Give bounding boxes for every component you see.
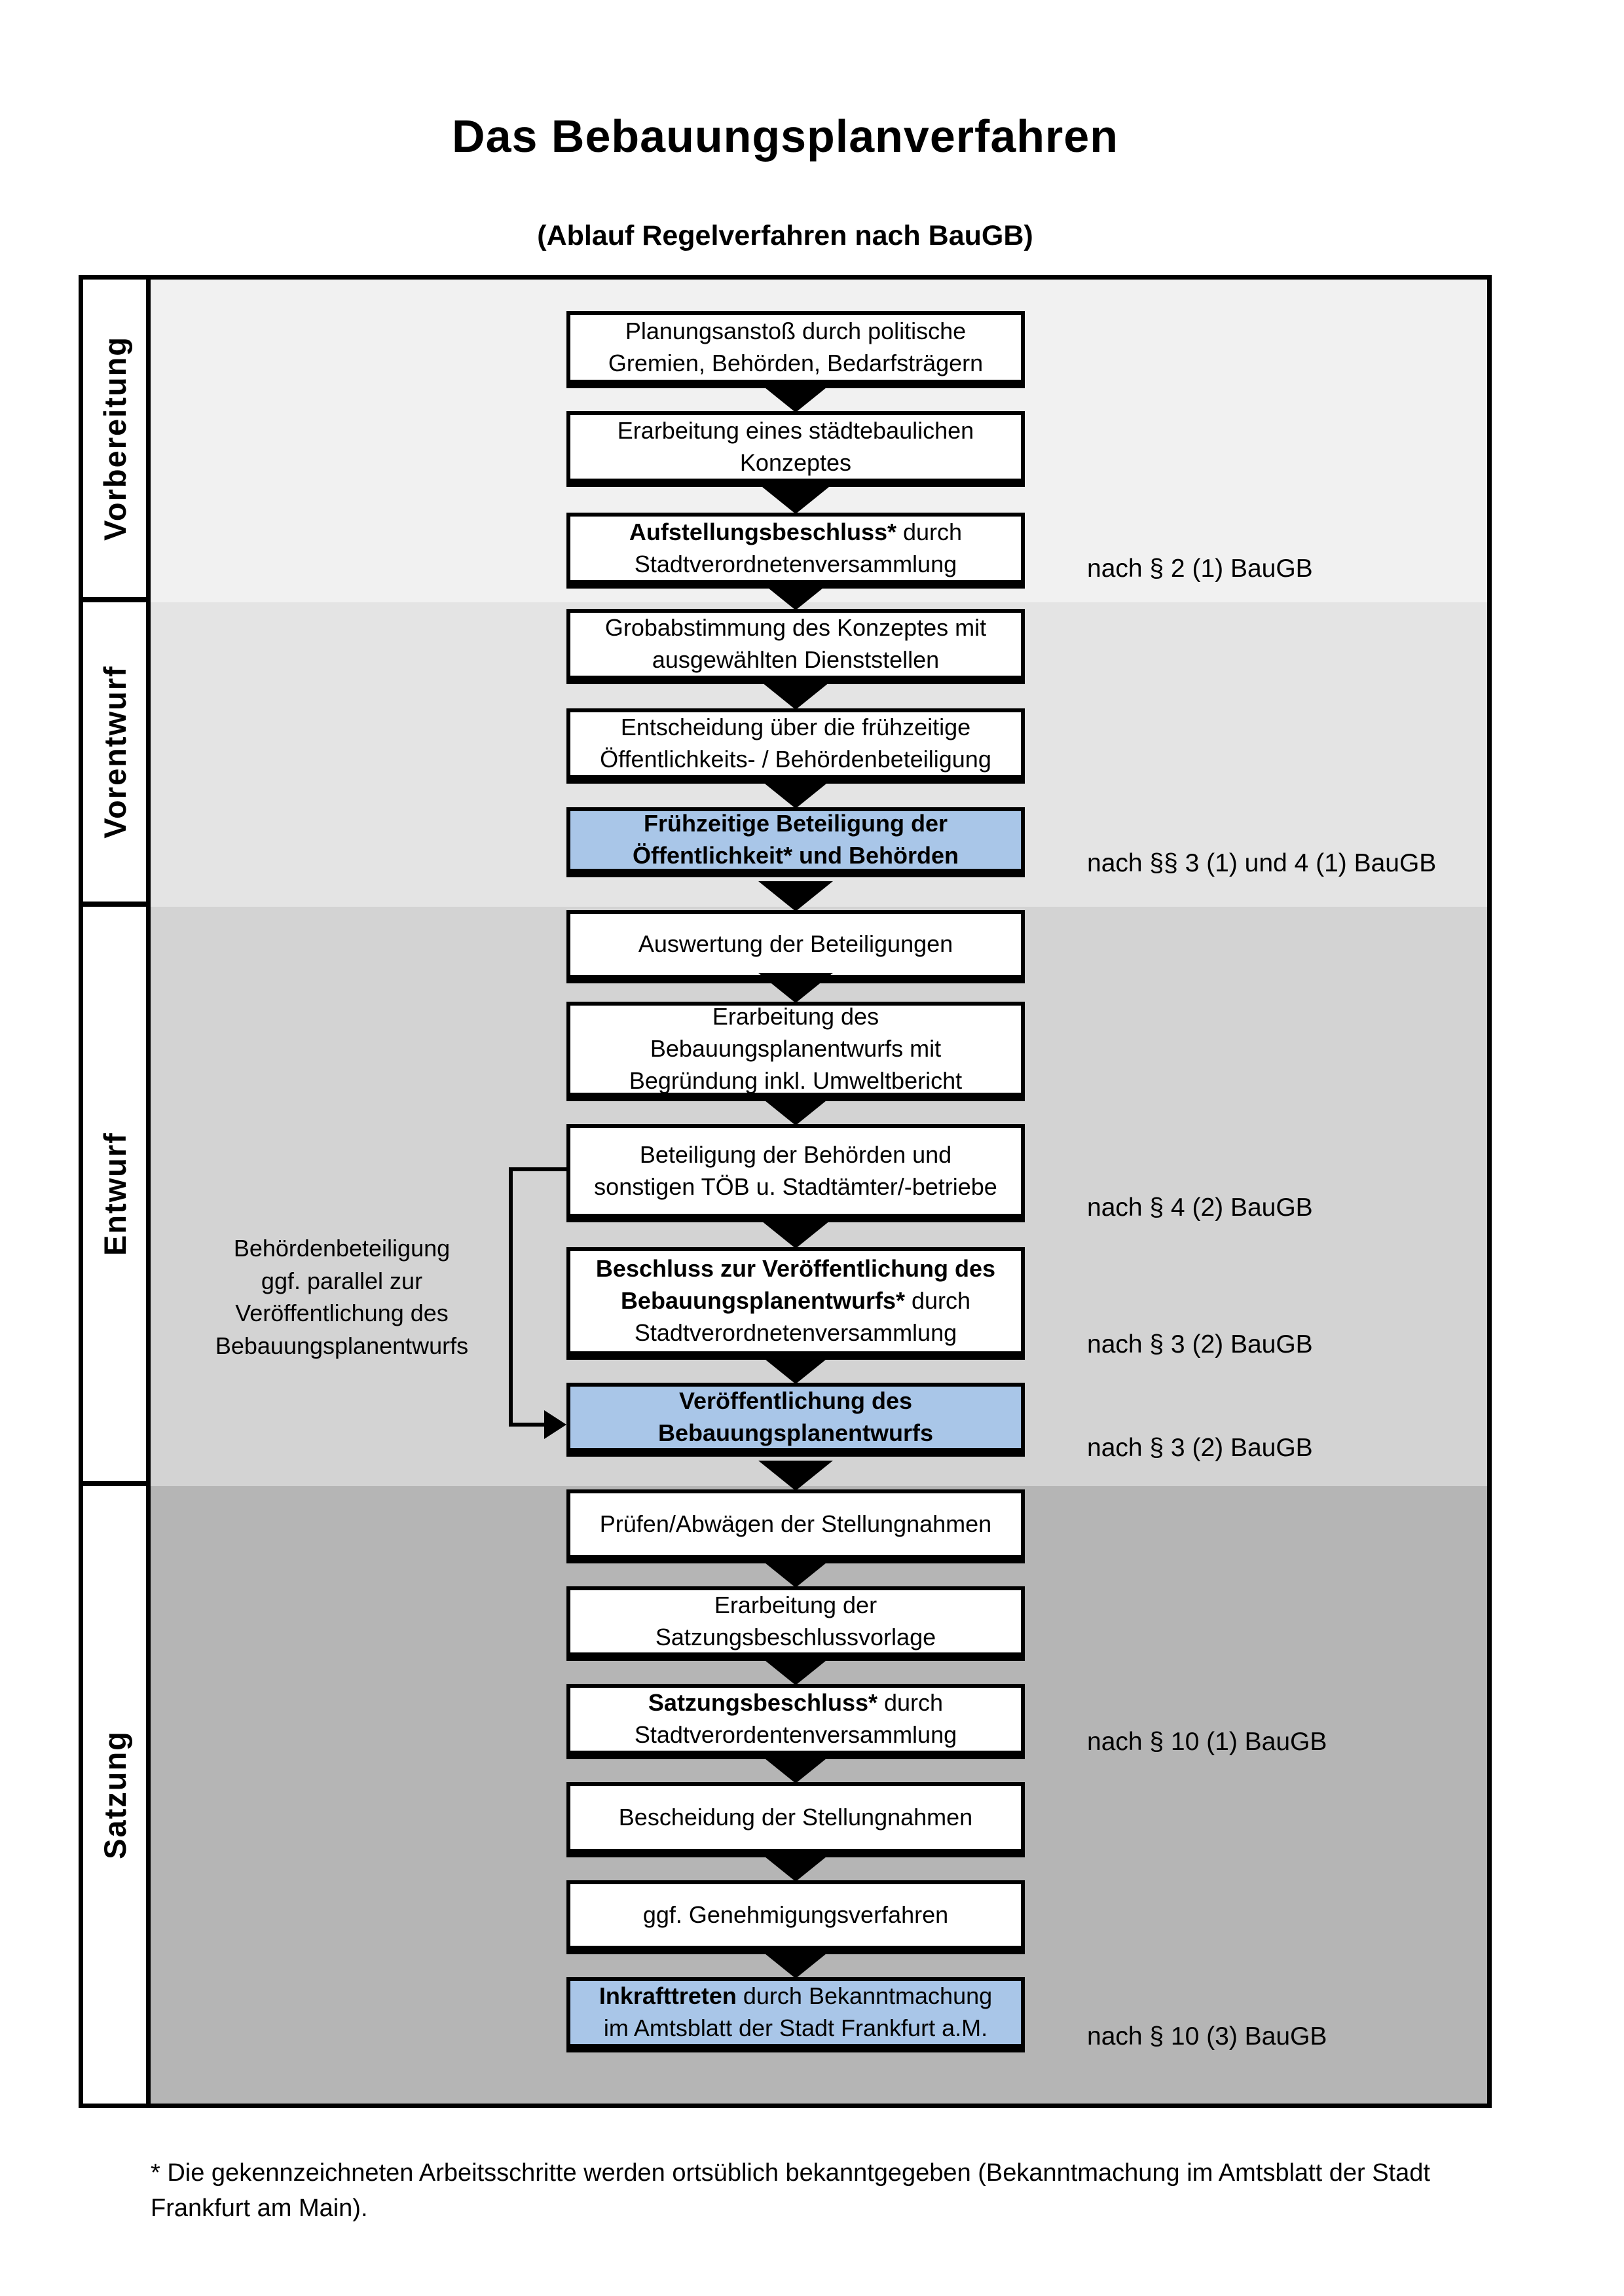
flow-arrow xyxy=(758,1655,833,1685)
box-text: durch Stadtverordnetenversammlung xyxy=(634,518,963,577)
box-text: Beteiligung der Behörden und sonstigen T… xyxy=(594,1140,997,1200)
flow-arrow xyxy=(758,382,833,412)
connector-line-vertical xyxy=(509,1167,513,1427)
phase-label-text: Entwurf xyxy=(97,1132,132,1256)
connector-arrowhead-icon xyxy=(544,1410,566,1439)
legal-reference: nach § 10 (1) BauGB xyxy=(1087,1728,1327,1756)
box-bold-text: Aufstellungsbeschluss* xyxy=(629,518,897,545)
legal-reference: nach § 10 (3) BauGB xyxy=(1087,2022,1327,2050)
box-text: Erarbeitung eines städtebaulichen Konzep… xyxy=(617,416,974,476)
phase-label-text: Vorbereitung xyxy=(97,336,132,541)
flow-box-erarbeitung-entwurf: Erarbeitung des Bebauungsplanentwurfs mi… xyxy=(566,1002,1025,1101)
box-text: Auswertung der Beteiligungen xyxy=(638,930,953,958)
box-text: ggf. Genehmigungsverfahren xyxy=(642,1901,949,1928)
legal-reference: nach §§ 3 (1) und 4 (1) BauGB xyxy=(1087,849,1437,877)
legal-reference: nach § 4 (2) BauGB xyxy=(1087,1194,1313,1222)
box-text: Planungsanstoß durch politische Gremien,… xyxy=(608,317,984,376)
flow-arrow xyxy=(758,778,833,809)
flow-arrow xyxy=(758,1461,833,1491)
legal-reference: nach § 3 (2) BauGB xyxy=(1087,1434,1313,1462)
phase-label-text: Vorentwurf xyxy=(97,665,132,839)
flow-box-fruehzeitige-beteiligung: Frühzeitige Beteiligung der Öffentlichke… xyxy=(566,807,1025,877)
flow-box-aufstellungsbeschluss: Aufstellungsbeschluss* durch Stadtverord… xyxy=(566,513,1025,589)
flow-arrow xyxy=(758,1354,833,1384)
box-bold-text: Beschluss zur Veröffentlichung des Bebau… xyxy=(595,1255,996,1315)
box-text: Bescheidung der Stellungnahmen xyxy=(618,1803,973,1831)
connector-line-top xyxy=(509,1167,566,1171)
box-bold-text: Veröffentlichung des Bebauungsplanentwur… xyxy=(657,1387,934,1446)
flow-arrow xyxy=(758,1218,833,1248)
flow-arrow xyxy=(758,580,833,610)
flow-arrow xyxy=(758,1558,833,1588)
legal-reference: nach § 3 (2) BauGB xyxy=(1087,1330,1313,1358)
flow-arrow xyxy=(758,680,833,710)
flow-arrow xyxy=(758,1851,833,1882)
flow-box-beschluss-veroeffentlichung: Beschluss zur Veröffentlichung des Bebau… xyxy=(566,1247,1025,1360)
footnote: * Die gekennzeichneten Arbeitsschritte w… xyxy=(151,2159,1430,2222)
page-subtitle: (Ablauf Regelverfahren nach BauGB) xyxy=(537,220,1033,251)
flow-box-satzungsbeschluss: Satzungsbeschluss* durch Stadtverordente… xyxy=(566,1684,1025,1759)
box-text: Entscheidung über die frühzeitige Öffent… xyxy=(600,714,991,773)
box-bold-text: Inkrafttreten xyxy=(599,1982,737,2010)
phase-label-vorentwurf: Vorentwurf xyxy=(83,602,146,907)
box-bold-text: Satzungsbeschluss* xyxy=(648,1689,878,1717)
flow-box-veroeffentlichung: Veröffentlichung des Bebauungsplanentwur… xyxy=(566,1383,1025,1457)
flow-arrow xyxy=(758,973,833,1003)
box-text: durch Bekanntmachung im Amtsblatt der St… xyxy=(603,1982,993,2041)
flow-box-planungsanstoss: Planungsanstoß durch politische Gremien,… xyxy=(566,311,1025,388)
flow-arrow xyxy=(758,1948,833,1978)
flow-box-inkrafttreten: Inkrafttreten durch Bekanntmachung im Am… xyxy=(566,1977,1025,2052)
flow-box-genehmigungsverfahren: ggf. Genehmigungsverfahren xyxy=(566,1880,1025,1954)
phase-label-text: Satzung xyxy=(97,1730,132,1859)
phase-label-column: Vorbereitung Vorentwurf Entwurf Satzung xyxy=(83,280,151,2104)
flow-box-erarbeitung-satzungsvorlage: Erarbeitung der Satzungsbeschlussvorlage xyxy=(566,1586,1025,1661)
flow-arrow xyxy=(758,881,833,911)
phase-label-satzung: Satzung xyxy=(83,1486,146,2104)
flow-box-erarbeitung-konzept: Erarbeitung eines städtebaulichen Konzep… xyxy=(566,411,1025,487)
box-text: Grobabstimmung des Konzeptes mit ausgewä… xyxy=(604,614,987,673)
flow-arrow xyxy=(758,1753,833,1783)
box-bold-text: Frühzeitige Beteiligung der Öffentlichke… xyxy=(632,810,959,869)
process-frame: Vorbereitung Vorentwurf Entwurf Satzung … xyxy=(79,275,1492,2108)
flow-box-grobabstimmung: Grobabstimmung des Konzeptes mit ausgewä… xyxy=(566,609,1025,684)
phase-label-vorbereitung: Vorbereitung xyxy=(83,280,146,602)
flow-arrow xyxy=(758,1095,833,1125)
flow-box-entscheidung-fruehzeitige: Entscheidung über die frühzeitige Öffent… xyxy=(566,708,1025,784)
phase-label-entwurf: Entwurf xyxy=(83,907,146,1486)
box-text: Prüfen/Abwägen der Stellungnahmen xyxy=(599,1510,992,1537)
flow-arrow xyxy=(758,484,833,514)
box-text: durch Stadtverordentenversammlung xyxy=(634,1689,957,1748)
box-text: durch Stadtverordnetenversammlung xyxy=(634,1287,971,1346)
page-title: Das Bebauungsplanverfahren xyxy=(452,111,1118,162)
flow-box-pruefen-abwaegen: Prüfen/Abwägen der Stellungnahmen xyxy=(566,1489,1025,1563)
flow-box-bescheidung: Bescheidung der Stellungnahmen xyxy=(566,1782,1025,1857)
box-text: Erarbeitung des Bebauungsplanentwurfs mi… xyxy=(629,1003,963,1094)
side-note-behoerdenbeteiligung: Behördenbeteiligung ggf. parallel zur Ve… xyxy=(215,1235,469,1360)
connector-line-bottom xyxy=(509,1423,547,1427)
box-text: Erarbeitung der Satzungsbeschlussvorlage xyxy=(655,1591,936,1650)
legal-reference: nach § 2 (1) BauGB xyxy=(1087,555,1313,583)
flow-box-beteiligung-behoerden: Beteiligung der Behörden und sonstigen T… xyxy=(566,1124,1025,1222)
